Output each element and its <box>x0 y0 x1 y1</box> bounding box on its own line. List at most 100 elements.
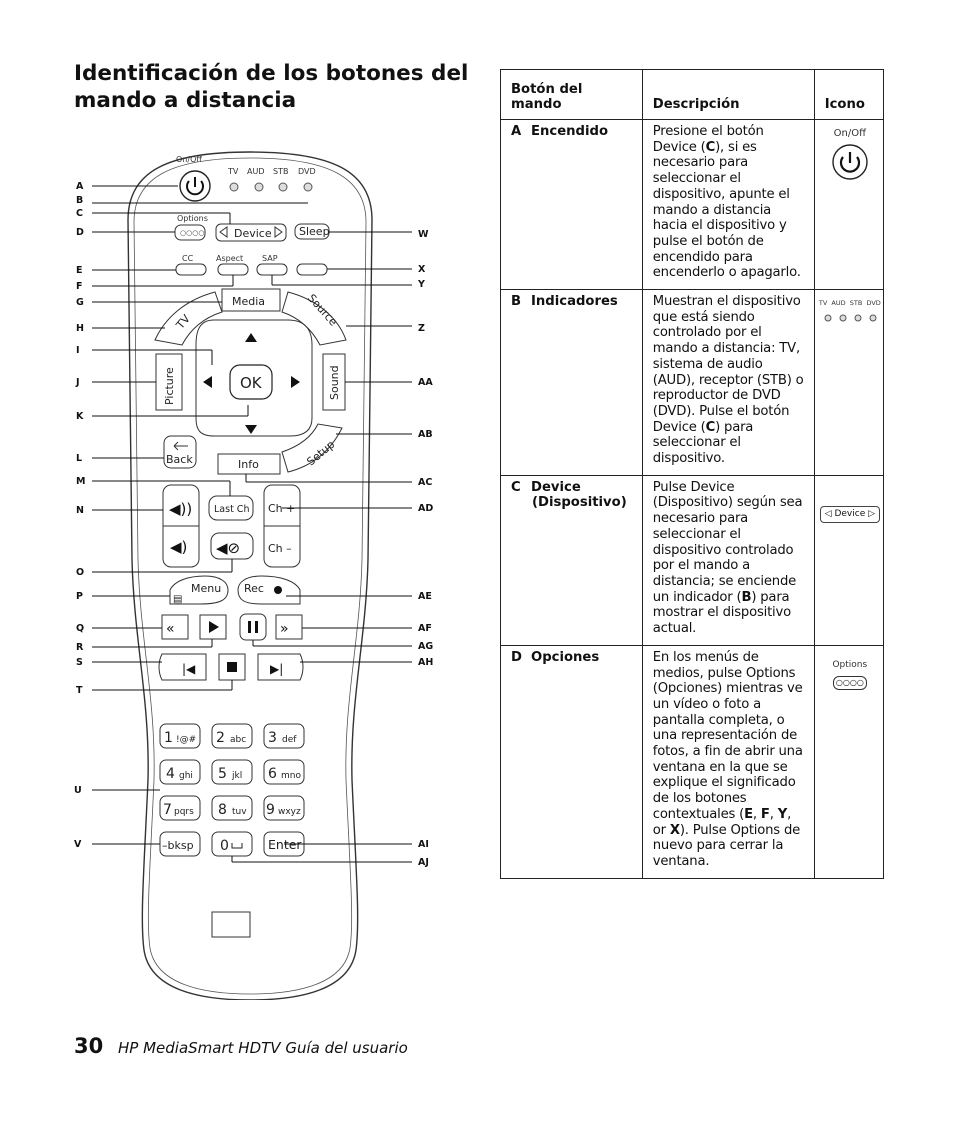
on-off-label: On/Off <box>176 155 202 164</box>
fast-forward-icon: » <box>280 621 289 637</box>
ch-minus-label: Ch – <box>268 542 292 555</box>
callout-label: S <box>76 657 83 668</box>
volume-down-icon: ◀) <box>170 538 187 556</box>
callout-label: M <box>76 476 85 487</box>
rewind-icon: « <box>166 621 175 637</box>
callout-label: U <box>74 785 82 796</box>
cc-button <box>175 263 207 276</box>
indicator-aud-label: AUD <box>247 167 265 176</box>
back-button <box>163 435 197 469</box>
blank-button <box>296 263 328 276</box>
setup-label: Setup <box>304 438 337 469</box>
key-digit: 4 <box>166 766 175 782</box>
callout-label: AB <box>418 429 433 440</box>
fast-forward-button <box>275 614 303 640</box>
menu-list-icon: ▤ <box>173 594 182 605</box>
ok-button <box>229 364 273 400</box>
row-name: Device <box>531 479 581 495</box>
indicator-tv-label: TV <box>227 167 239 176</box>
media-label: Media <box>232 295 265 308</box>
callout-label: W <box>418 229 429 240</box>
info-label: Info <box>238 458 259 471</box>
row-description: Presione el botón Device (C), si es nece… <box>641 118 815 291</box>
callout-label: E <box>76 265 83 276</box>
key-digit: 1 <box>164 730 173 746</box>
row-icon: TV AUD STB DVD <box>813 289 885 476</box>
key-5 <box>211 759 253 785</box>
key-letters: wxyz <box>278 807 301 817</box>
aspect-label: Aspect <box>216 254 243 263</box>
icon-caption: On/Off <box>833 128 867 139</box>
media-button <box>221 288 281 312</box>
arrow-down-icon <box>245 425 257 434</box>
row-description: En los menús de medios, pulse Options (O… <box>641 644 815 879</box>
callout-label: T <box>76 685 83 696</box>
indicator-lights-icon <box>824 314 877 322</box>
callout-label: R <box>76 642 84 653</box>
callout-label: AI <box>418 839 429 850</box>
back-arrow-icon <box>173 441 188 451</box>
options-dots-icon: ○○○○ <box>180 229 204 237</box>
icon-caption: TV AUD STB DVD <box>818 299 881 308</box>
key-1 <box>159 723 201 749</box>
power-button <box>179 170 211 202</box>
record-dot-icon <box>274 586 282 594</box>
key-digit: 9 <box>266 802 275 818</box>
callout-label: AH <box>418 657 433 668</box>
sleep-label: Sleep <box>299 225 330 238</box>
triangle-left-icon <box>219 226 228 238</box>
callout-label: AD <box>418 503 433 514</box>
stop-icon <box>227 662 237 672</box>
indicator-light <box>229 182 239 192</box>
callout-label: X <box>418 264 426 275</box>
callout-label: J <box>75 377 80 388</box>
sound-label: Sound <box>328 365 341 400</box>
row-letter: C <box>511 479 521 495</box>
callout-label: AJ <box>418 857 429 868</box>
row-letter: A <box>511 124 522 139</box>
row-letter: B <box>511 294 522 310</box>
indicator-light <box>278 182 288 192</box>
skip-forward-button <box>257 653 304 681</box>
button-name: B Indicadores <box>500 289 643 476</box>
pause-icon <box>248 621 251 633</box>
rec-label: Rec <box>244 582 264 595</box>
key-letters: ghi <box>179 771 193 781</box>
source-button <box>281 291 347 346</box>
callout-label: Q <box>76 623 84 634</box>
callout-label: G <box>76 297 84 308</box>
footer-text: HP MediaSmart HDTV Guía del usuario <box>118 1039 408 1057</box>
key-8 <box>211 795 253 821</box>
tv-label: TV <box>173 312 193 332</box>
picture-label: Picture <box>163 367 176 405</box>
callout-label: K <box>76 411 84 422</box>
arrow-right-icon <box>291 376 300 388</box>
key-6 <box>263 759 305 785</box>
device-label: Device <box>234 227 272 240</box>
callout-label: C <box>76 208 83 219</box>
bksp-label: –bksp <box>162 839 194 852</box>
space-icon <box>231 843 243 849</box>
key-digit: 0 <box>220 838 229 854</box>
skip-forward-icon: ▶| <box>270 662 283 676</box>
callout-lines-left <box>92 185 308 845</box>
callout-label: V <box>74 839 82 850</box>
row-name: Indicadores <box>531 294 618 310</box>
device-button <box>215 223 287 242</box>
options-icon: ○○○○ <box>832 675 867 690</box>
callout-label: AG <box>418 641 433 652</box>
key-2 <box>211 723 253 749</box>
last-ch-label: Last Ch <box>214 504 249 515</box>
callout-lines-right <box>231 231 412 863</box>
indicator-dvd-label: DVD <box>298 167 316 176</box>
key-digit: 7 <box>163 802 172 818</box>
row-icon: ◁ Device ▷ <box>813 474 885 646</box>
callout-label: D <box>76 227 84 238</box>
header-description: Descripción <box>641 69 815 120</box>
row-icon: Options ○○○○ <box>813 644 885 879</box>
callout-label: AA <box>418 377 433 388</box>
